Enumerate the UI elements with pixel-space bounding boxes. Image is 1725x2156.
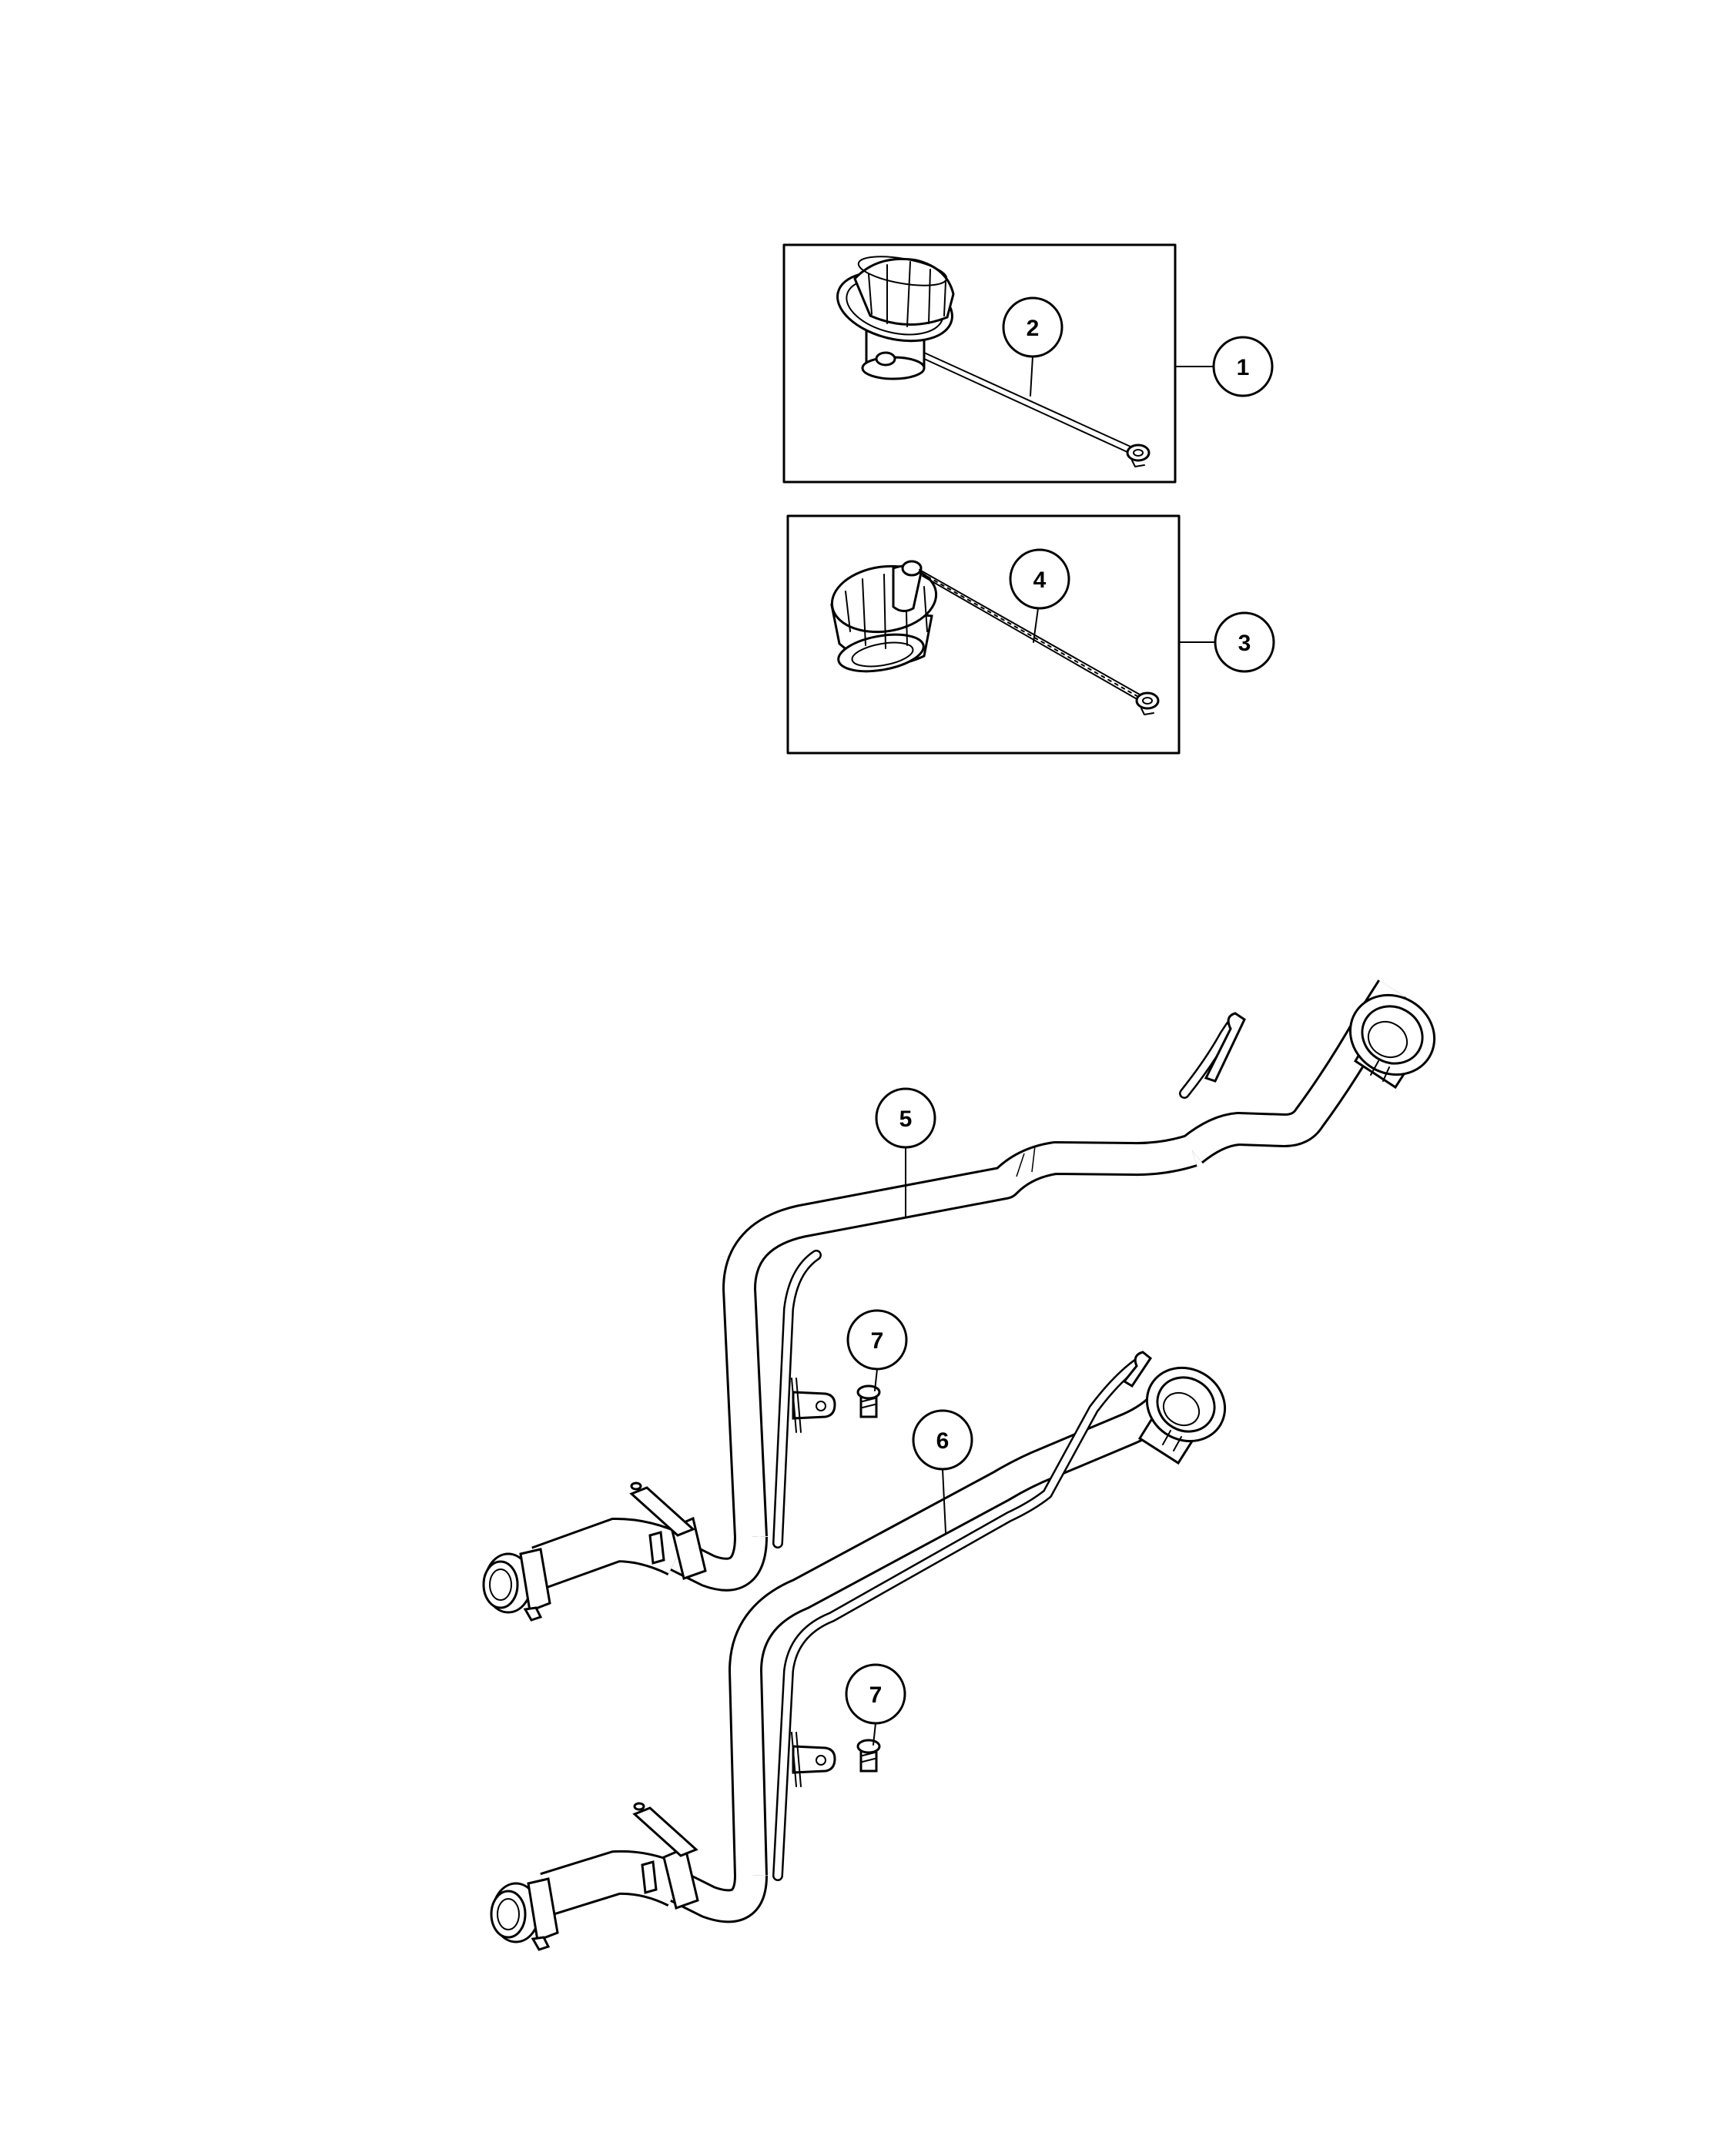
filler-tube-6	[490, 1351, 1227, 1951]
callout-2-label: 2	[1027, 316, 1040, 341]
callout-7a-label: 7	[871, 1328, 884, 1354]
callout-6: 6	[912, 1409, 973, 1471]
leader-6	[942, 1468, 946, 1533]
fastener-7a-icon	[856, 1384, 881, 1418]
callout-1: 1	[1212, 336, 1274, 397]
callout-2: 2	[1002, 296, 1063, 358]
callout-6-label: 6	[936, 1428, 950, 1454]
callout-7a: 7	[846, 1309, 908, 1371]
leader-7b	[873, 1722, 876, 1746]
box-frame-1	[782, 243, 1177, 484]
callout-7b-label: 7	[869, 1682, 883, 1708]
callout-3-label: 3	[1238, 631, 1251, 656]
leader-7a	[874, 1368, 878, 1391]
callout-5-label: 5	[899, 1106, 913, 1132]
filler-tube-5	[482, 979, 1436, 1622]
callout-4-label: 4	[1033, 567, 1047, 593]
leader-lines	[873, 356, 1216, 1746]
callout-7b: 7	[845, 1663, 906, 1725]
leader-2	[1030, 356, 1033, 397]
fuel-cap-assembly-box-1	[782, 243, 1177, 484]
callout-5: 5	[875, 1087, 936, 1149]
fuel-cap-assembly-box-3	[786, 514, 1181, 755]
fuel-cap-2-icon	[836, 256, 1151, 467]
fuel-cap-4-icon	[830, 560, 1160, 715]
box-frame-3	[786, 514, 1181, 755]
callout-3: 3	[1214, 611, 1275, 673]
callout-4: 4	[1009, 548, 1070, 610]
leader-4	[1033, 608, 1039, 643]
fastener-7b-icon	[856, 1739, 881, 1773]
callout-1-label: 1	[1237, 355, 1250, 380]
